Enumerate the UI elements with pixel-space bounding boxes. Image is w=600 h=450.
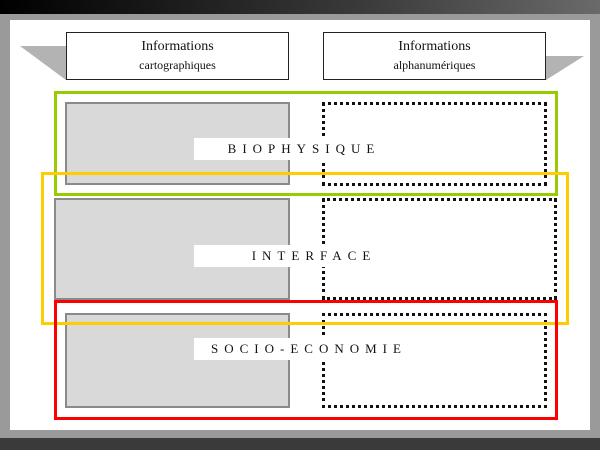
header-cartographic-line2: cartographiques [139,58,216,72]
header-alphanumeric: Informations alphanumériques [323,32,546,80]
band-label-interface: INTERFACE [194,245,434,267]
header-cartographic-line1: Informations [141,39,214,54]
band-interface [41,172,569,325]
cartographic-box-socio-economie [65,313,290,408]
band-label-biophysique: BIOPHYSIQUE [194,138,414,160]
bottom-strip [0,438,600,450]
band-label-socio-economie: SOCIO-ECONOMIE [194,338,424,360]
right-arrow-wedge [546,56,584,80]
header-cartographic: Informations cartographiques [66,32,289,80]
header-alphanumeric-line1: Informations [398,39,471,54]
header-alphanumeric-line2: alphanumériques [393,58,476,72]
band-socio-economie [54,300,558,420]
band-biophysique [54,91,558,196]
left-arrow-wedge [20,46,66,80]
top-strip [0,0,600,14]
alphanumeric-box-socio-economie [322,313,547,408]
